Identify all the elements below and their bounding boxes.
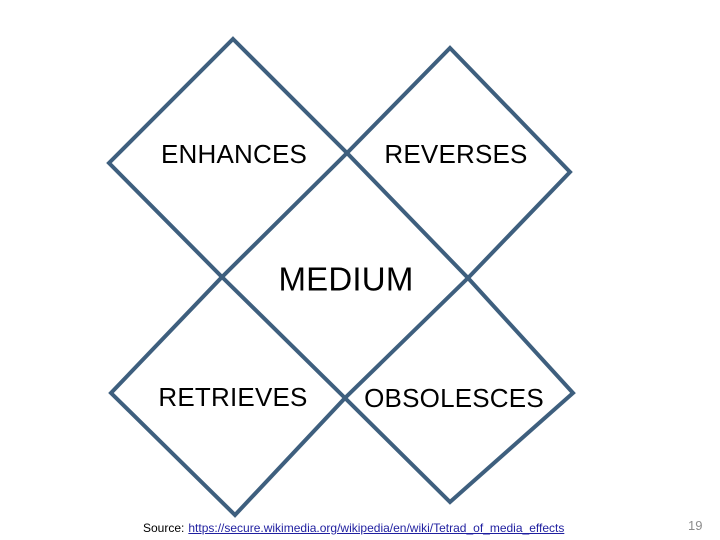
- source-citation: Source:https://secure.wikimedia.org/wiki…: [143, 521, 564, 535]
- source-url-link[interactable]: https://secure.wikimedia.org/wikipedia/e…: [188, 521, 565, 535]
- source-label: Source:: [143, 521, 185, 535]
- quadrant-label-enhances: ENHANCES: [160, 139, 308, 169]
- diamond-obsolesces[interactable]: [342, 275, 576, 505]
- quadrant-label-retrieves: RETRIEVES: [158, 382, 308, 412]
- quadrant-label-obsolesces: OBSOLESCES: [364, 383, 544, 413]
- slide-page-number: 19: [688, 518, 703, 533]
- diamond-retrieves[interactable]: [108, 274, 348, 518]
- center-label-medium: MEDIUM: [278, 260, 414, 298]
- quadrant-label-reverses: REVERSES: [384, 139, 528, 169]
